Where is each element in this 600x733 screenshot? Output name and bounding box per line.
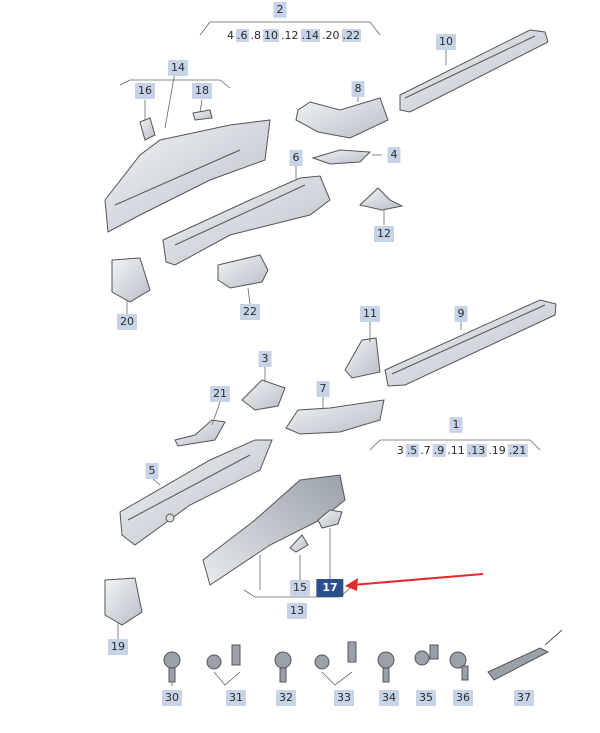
part-11-gusset: [344, 337, 381, 379]
ref-2-0: 4: [227, 29, 234, 42]
part-14-rail: [104, 119, 271, 233]
ref-group-1: 3.5.7.9.11.13.19.21: [396, 444, 529, 457]
part-4-bracket: [311, 149, 372, 165]
ref-2-7: .22: [341, 29, 361, 42]
part-13-rail: [202, 474, 346, 586]
part-18-bracket: [192, 109, 213, 121]
callout-2[interactable]: 2: [273, 2, 287, 18]
part-8-panel: [295, 97, 389, 139]
part-16-clip: [139, 117, 156, 141]
part-20-mount: [111, 257, 151, 303]
part-9-sill: [384, 299, 557, 387]
callout-12[interactable]: 12: [374, 226, 394, 242]
callout-9[interactable]: 9: [454, 306, 468, 322]
callout-35[interactable]: 35: [416, 690, 436, 706]
callout-30[interactable]: 30: [162, 690, 182, 706]
ref-1-4: .11: [447, 444, 465, 457]
callout-34[interactable]: 34: [379, 690, 399, 706]
callout-20[interactable]: 20: [117, 314, 137, 330]
callout-11[interactable]: 11: [360, 306, 380, 322]
callout-1[interactable]: 1: [449, 417, 463, 433]
part-22-block: [217, 254, 269, 289]
callout-36[interactable]: 36: [453, 690, 473, 706]
ref-1-7: .21: [507, 444, 528, 457]
ref-2-2: .8: [250, 29, 262, 42]
part-5-rail: [119, 439, 273, 546]
ref-2-1: .6: [236, 29, 249, 42]
part-6-member: [162, 175, 331, 266]
callout-14[interactable]: 14: [168, 60, 188, 76]
callout-3[interactable]: 3: [258, 351, 272, 367]
callout-33[interactable]: 33: [334, 690, 354, 706]
callout-13[interactable]: 13: [287, 603, 307, 619]
part-21-bracket: [174, 419, 226, 447]
part-3-bracket: [241, 379, 286, 411]
ref-1-5: .13: [466, 444, 487, 457]
callout-4[interactable]: 4: [387, 147, 401, 163]
fasteners: [163, 629, 563, 683]
part-15-clip: [289, 534, 309, 553]
part-12-gusset: [358, 187, 404, 211]
callout-17[interactable]: 17: [316, 579, 344, 597]
ref-1-3: .9: [432, 444, 446, 457]
part-17-bracket: [317, 509, 343, 529]
part-7-panel: [285, 399, 385, 435]
callout-7[interactable]: 7: [316, 381, 330, 397]
ref-1-0: 3: [396, 444, 404, 457]
highlight-arrow: [345, 573, 484, 591]
callout-10[interactable]: 10: [436, 34, 456, 50]
ref-1-1: .5: [405, 444, 419, 457]
callout-5[interactable]: 5: [145, 463, 159, 479]
part-10-sill: [399, 29, 549, 113]
callout-18[interactable]: 18: [192, 83, 212, 99]
ref-1-2: .7: [420, 444, 431, 457]
callout-15[interactable]: 15: [290, 580, 310, 596]
callout-16[interactable]: 16: [135, 83, 155, 99]
ref-2-4: .12: [281, 29, 299, 42]
callout-6[interactable]: 6: [289, 150, 303, 166]
ref-1-6: .19: [488, 444, 506, 457]
callout-22[interactable]: 22: [240, 304, 260, 320]
callout-32[interactable]: 32: [276, 690, 296, 706]
callout-19[interactable]: 19: [108, 639, 128, 655]
callout-31[interactable]: 31: [226, 690, 246, 706]
ref-2-3: 10: [263, 29, 279, 42]
ref-2-6: .20: [322, 29, 340, 42]
callout-21[interactable]: 21: [210, 386, 230, 402]
callout-8[interactable]: 8: [351, 81, 365, 97]
part-19-mount: [104, 577, 143, 626]
callout-37[interactable]: 37: [514, 690, 534, 706]
ref-2-5: .14: [300, 29, 320, 42]
